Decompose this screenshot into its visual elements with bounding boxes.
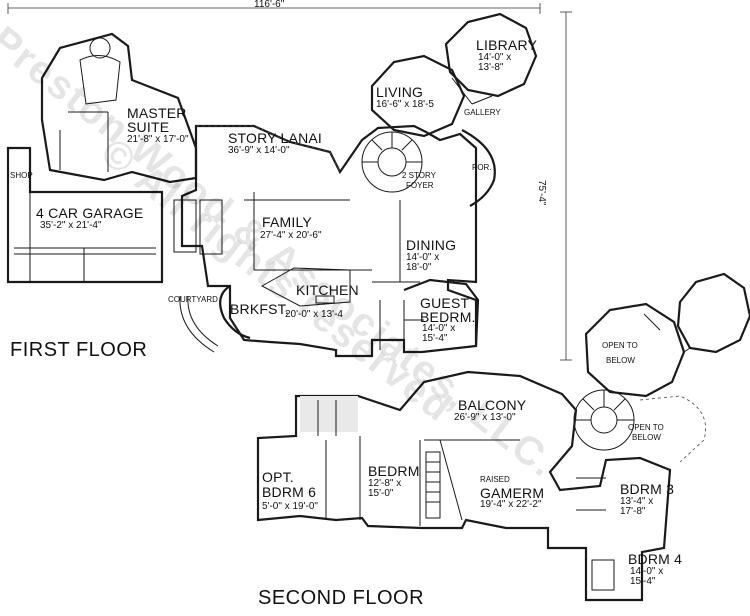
label-courtyard: COURTYARD: [168, 295, 218, 304]
label-open-below-2a: OPEN TO: [628, 423, 664, 432]
room-kitchen-name: KITCHEN: [296, 282, 359, 298]
room-bdrm4-name: BDRM 4: [628, 551, 683, 567]
room-opt-name-2: BDRM 6: [262, 484, 317, 500]
room-bdrm4-size-1: 14'-0" x: [630, 566, 664, 577]
label-breakfast: BRKFST.: [230, 301, 289, 317]
room-library-name: LIBRARY: [476, 37, 538, 53]
label-shop: SHOP: [10, 171, 33, 180]
label-foyer-1: 2 STORY: [402, 171, 436, 180]
room-bdrm3-name: BDRM 3: [620, 481, 675, 497]
room-library-size-1: 14'-0" x: [478, 52, 512, 63]
room-balcony-size: 26'-9" x 13'-0": [454, 412, 516, 423]
room-bedrm-size-1: 12'-8" x: [368, 478, 402, 489]
room-guest-size-2: 15'-4": [422, 333, 448, 344]
room-bedrm-size-2: 15'-0": [368, 488, 394, 499]
room-garage-name: 4 CAR GARAGE: [36, 205, 144, 221]
room-living-name: LIVING: [376, 84, 424, 100]
room-master-name-2: SUITE: [127, 119, 170, 135]
room-lanai-size: 36'-9" x 14'-0": [228, 145, 290, 156]
room-living-size: 16'-6" x 18'-5: [376, 99, 434, 110]
label-porch: POR.: [472, 163, 492, 172]
label-raised: RAISED: [480, 475, 510, 484]
room-kitchen-size: 20'-0" x 13'-4: [285, 309, 343, 320]
room-dining-size-2: 18'-0": [406, 262, 432, 273]
room-bdrm3-size-2: 17'-8": [620, 506, 646, 517]
room-master-size: 21'-8" x 17'-0": [127, 134, 189, 145]
room-lanai-name: STORY LANAI: [228, 130, 323, 146]
room-guest-name: GUEST: [420, 295, 470, 311]
first-floor-walls: [6, 12, 538, 358]
room-library-size-2: 13'-8": [478, 62, 504, 73]
room-bdrm3-size-1: 13'-4" x: [620, 496, 654, 507]
room-bdrm4-size-2: 15'-4": [630, 576, 656, 587]
second-floor-walls: [256, 272, 750, 602]
room-guest-name-2: BEDRM.: [420, 309, 476, 325]
overall-width-label: 116'-6": [254, 0, 285, 10]
second-floor-title: SECOND FLOOR: [258, 587, 425, 609]
label-open-below-1b: BELOW: [606, 356, 635, 365]
label-open-below-1a: OPEN TO: [602, 341, 638, 350]
room-gamerm-name: GAMERM: [480, 485, 545, 501]
room-opt-size: 5'-0" x 19'-0": [262, 501, 318, 512]
room-gamerm-size: 19'-4" x 22'-2": [480, 499, 542, 510]
overall-depth-label: 75'-4": [536, 180, 547, 206]
dimension-lines: [7, 3, 572, 361]
label-open-below-2b: BELOW: [632, 433, 661, 442]
room-family-size: 27'-4" x 20'-6": [260, 230, 322, 241]
room-family-name: FAMILY: [262, 214, 312, 230]
room-garage-size: 35'-2" x 21'-4": [40, 220, 102, 231]
room-balcony-name: BALCONY: [458, 397, 527, 413]
room-master-name: MASTER: [127, 105, 187, 121]
label-foyer-2: FOYER: [406, 181, 434, 190]
room-dining-size-1: 14'-0" x: [406, 252, 440, 263]
first-floor-title: FIRST FLOOR: [10, 339, 148, 361]
room-dining-name: DINING: [406, 237, 457, 253]
room-guest-size-1: 14'-0" x: [422, 323, 456, 334]
label-gallery: GALLERY: [464, 108, 501, 117]
room-opt-name: OPT.: [262, 469, 294, 485]
room-bedrm-name: BEDRM: [368, 463, 420, 479]
